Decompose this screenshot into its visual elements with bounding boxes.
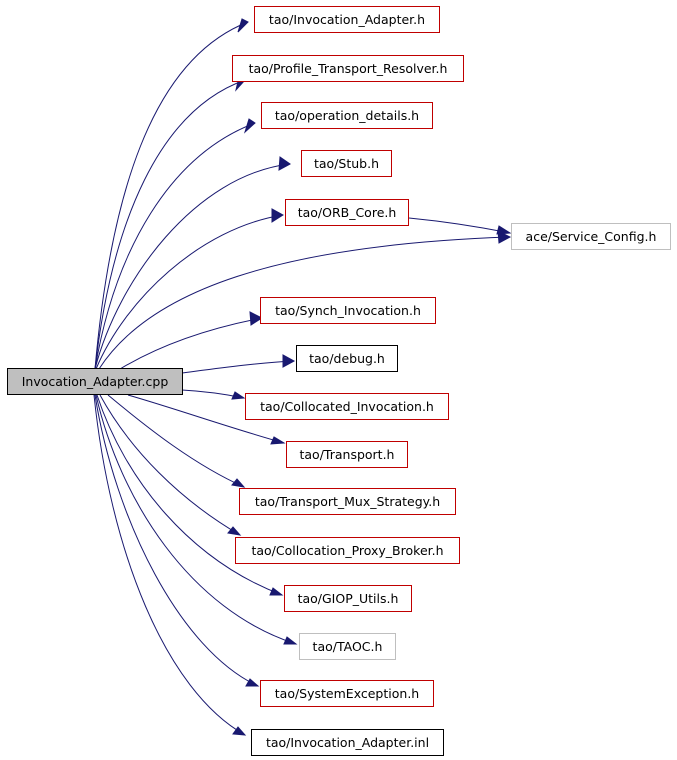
node-invocation-adapter-h[interactable]: tao/Invocation_Adapter.h	[254, 6, 440, 33]
edge-root-collocated-invocation-h	[181, 389, 246, 400]
node-operation-details-h[interactable]: tao/operation_details.h	[261, 102, 433, 129]
node-synch-invocation-h[interactable]: tao/Synch_Invocation.h	[260, 297, 436, 324]
edge-root-orb-core-h	[95, 208, 284, 370]
edge-root-stub-h	[94, 156, 291, 370]
node-profile-transport-resolver-h[interactable]: tao/Profile_Transport_Resolver.h	[232, 55, 464, 82]
node-taoc-h[interactable]: tao/TAOC.h	[299, 633, 396, 660]
node-transport-mux-strategy-h[interactable]: tao/Transport_Mux_Strategy.h	[239, 488, 456, 515]
node-giop-utils-h[interactable]: tao/GIOP_Utils.h	[284, 585, 412, 612]
edge-root-invocation-adapter-h	[94, 18, 249, 370]
edge-root-collocation-proxy-broker-h	[99, 394, 242, 536]
edge-root-system-exception-h	[94, 394, 260, 687]
edge-root-debug-h	[181, 354, 296, 374]
node-invocation-adapter-inl[interactable]: tao/Invocation_Adapter.inl	[251, 729, 444, 756]
edge-orb-core-service-config-h	[408, 217, 512, 235]
edge-root-operation-details-h	[94, 118, 256, 370]
node-system-exception-h[interactable]: tao/SystemException.h	[260, 680, 434, 707]
edge-root-synch-invocation-h	[119, 311, 264, 370]
node-collocation-proxy-broker-h[interactable]: tao/Collocation_Proxy_Broker.h	[235, 537, 460, 564]
edge-root-transport-mux-strategy-h	[107, 394, 246, 488]
edge-root-giop-utils-h	[96, 394, 284, 596]
node-collocated-invocation-h[interactable]: tao/Collocated_Invocation.h	[245, 393, 449, 420]
node-debug-h[interactable]: tao/debug.h	[296, 345, 398, 372]
edge-root-taoc-h	[95, 394, 298, 645]
node-transport-h[interactable]: tao/Transport.h	[286, 441, 408, 468]
edge-root-transport-h	[127, 394, 286, 445]
node-stub-h[interactable]: tao/Stub.h	[301, 150, 392, 177]
node-service-config-h[interactable]: ace/Service_Config.h	[511, 223, 671, 250]
edge-root-invocation-adapter-inl	[93, 394, 247, 736]
node-root-file: Invocation_Adapter.cpp	[7, 368, 183, 395]
node-orb-core-h[interactable]: tao/ORB_Core.h	[285, 199, 409, 226]
